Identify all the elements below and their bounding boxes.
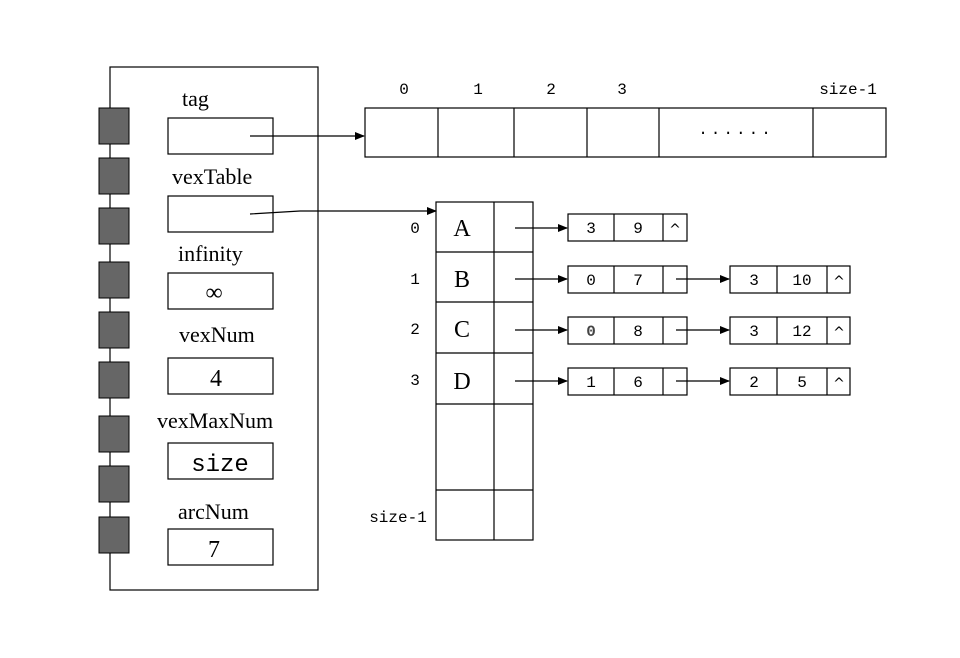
edge-adjvex: 3 xyxy=(586,220,596,238)
edge-node: 3 12 ^ xyxy=(729,316,851,345)
edge-node: 1 6 xyxy=(567,367,688,396)
vertex-table-index: 3 xyxy=(410,372,420,390)
null-pointer-mark: ^ xyxy=(833,376,845,392)
vertex-label: D xyxy=(453,369,470,395)
edge-node: 3 10 ^ xyxy=(729,265,851,294)
struct-handle xyxy=(98,207,130,245)
tag-array-index: 3 xyxy=(617,81,627,99)
tag-array-frame xyxy=(364,107,887,158)
vextable-pointer-arrow xyxy=(249,207,437,215)
field-label-infinity: infinity xyxy=(178,241,243,266)
tag-array: 0 1 2 3 size-1 ...... xyxy=(364,81,887,158)
struct-handle xyxy=(98,107,130,145)
field-label-vexmaxnum: vexMaxNum xyxy=(157,408,273,433)
edge-adjvex: 0 xyxy=(586,272,596,290)
edge-weight: 8 xyxy=(633,323,643,341)
edge-node-frame xyxy=(729,265,851,294)
edge-weight: 12 xyxy=(792,323,811,341)
vertex-label: C xyxy=(454,317,470,343)
null-pointer-mark: ^ xyxy=(833,325,845,341)
struct-handle xyxy=(98,516,130,554)
tag-array-index: size-1 xyxy=(819,81,877,99)
edge-node-frame xyxy=(729,367,851,396)
vertex-table-index: 2 xyxy=(410,321,420,339)
field-value-arcnum: 7 xyxy=(208,537,220,563)
tag-array-index: 1 xyxy=(473,81,483,99)
edge-adjvex: 3 xyxy=(749,323,759,341)
vertex-table: 0 1 2 3 size-1 A B C D xyxy=(369,201,534,541)
field-label-tag: tag xyxy=(182,86,209,111)
struct-handle xyxy=(98,361,130,399)
null-pointer-mark: ^ xyxy=(833,274,845,290)
struct-handles xyxy=(98,107,130,554)
struct-handle xyxy=(98,157,130,195)
edge-adjvex: 2 xyxy=(749,374,759,392)
vertex-label: A xyxy=(453,216,471,242)
edge-node: 0 7 xyxy=(567,265,688,294)
struct-handle xyxy=(98,261,130,299)
edge-weight: 5 xyxy=(797,374,807,392)
null-pointer-mark: ^ xyxy=(669,222,681,238)
edge-node: 3 9 ^ xyxy=(567,213,688,242)
edge-adjvex: 1 xyxy=(586,374,596,392)
struct-handle xyxy=(98,465,130,503)
tag-array-index: 0 xyxy=(399,81,409,99)
vertex-table-frame xyxy=(435,201,534,541)
edge-node-frame xyxy=(567,265,688,294)
edge-node-frame xyxy=(567,367,688,396)
field-value-infinity: ∞ xyxy=(205,280,222,306)
vertex-table-index: 0 xyxy=(410,220,420,238)
edge-node: 0 8 xyxy=(567,316,688,345)
struct-handle xyxy=(98,415,130,453)
vertex-table-index: 1 xyxy=(410,271,420,289)
edge-weight: 9 xyxy=(633,220,643,238)
struct-handle xyxy=(98,311,130,349)
field-box-vexmaxnum xyxy=(167,442,274,480)
field-value-vexnum: 4 xyxy=(210,366,222,392)
vertex-label: B xyxy=(454,267,470,293)
field-label-vexnum: vexNum xyxy=(179,322,255,347)
edge-node: 2 5 ^ xyxy=(729,367,851,396)
tag-array-ellipsis: ...... xyxy=(698,121,774,139)
vertex-table-index: size-1 xyxy=(369,509,427,527)
edge-weight: 10 xyxy=(792,272,811,290)
field-box-vexnum xyxy=(167,357,274,395)
tag-array-index: 2 xyxy=(546,81,556,99)
edge-node-frame xyxy=(567,213,688,242)
edge-weight: 7 xyxy=(633,272,643,290)
edge-adjvex: 3 xyxy=(749,272,759,290)
field-label-vextable: vexTable xyxy=(172,164,252,189)
field-label-arcnum: arcNum xyxy=(178,499,249,524)
field-box-infinity xyxy=(167,272,274,310)
edge-weight: 6 xyxy=(633,374,643,392)
edge-adjvex: 0 xyxy=(586,323,596,341)
field-box-arcnum xyxy=(167,528,274,566)
edge-node-frame xyxy=(729,316,851,345)
field-value-vexmaxnum: size xyxy=(191,452,249,479)
